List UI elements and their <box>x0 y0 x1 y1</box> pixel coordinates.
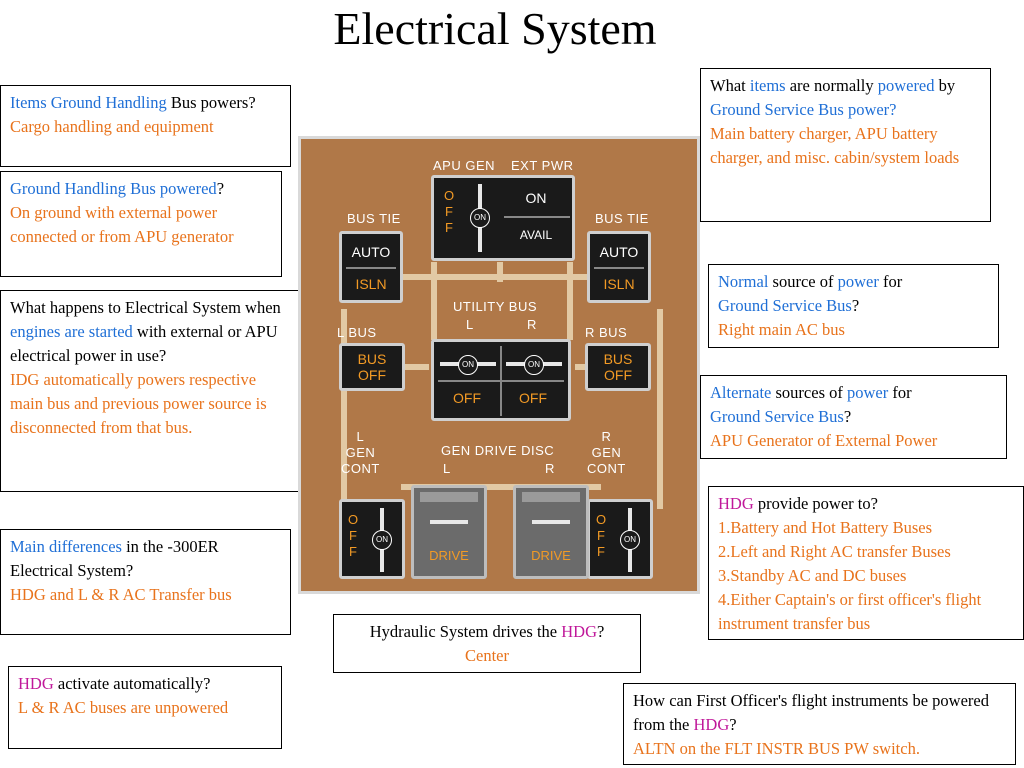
bus-tie-left-isln: ISLN <box>355 276 387 292</box>
l-drive-light: DRIVE <box>429 548 469 563</box>
l-gen-on-circle: ON <box>372 530 392 550</box>
bus-tie-left-label: BUS TIE <box>347 211 401 226</box>
page-title: Electrical System <box>333 3 657 54</box>
bus-line <box>431 262 437 340</box>
r-drive-guard <box>522 492 580 502</box>
r-gen-on-circle: ON <box>620 530 640 550</box>
l-bus-label: L BUS <box>337 325 377 340</box>
utility-bus-r-off-light: OFF <box>519 390 547 406</box>
question-box-main-differences: Main differences in the -300ER Electrica… <box>0 529 291 635</box>
bus-tie-right-switch[interactable]: AUTO ISLN <box>587 231 651 303</box>
bus-line <box>567 262 573 340</box>
bus-tie-left-divider <box>346 267 396 269</box>
l-drive-dash <box>430 520 468 524</box>
bus-tie-right-auto: AUTO <box>599 244 639 260</box>
gen-drive-disc-r-label: R <box>545 461 555 476</box>
question-box-first-officer-instruments: How can First Officer's flight instrumen… <box>623 683 1016 765</box>
hdg-list-item: 4.Either Captain's or first officer's fl… <box>718 590 982 633</box>
hdg-list-item: 2.Left and Right AC transfer Buses <box>718 542 951 561</box>
question-box-ground-handling-items: Items Ground Handling Bus powers? Cargo … <box>0 85 291 167</box>
l-drive-disc-switch[interactable]: DRIVE <box>411 485 487 579</box>
bus-tie-right-divider <box>594 267 644 269</box>
question-box-ground-handling-powered: Ground Handling Bus powered? On ground w… <box>0 171 282 277</box>
question-box-normal-source: Normal source of power for Ground Servic… <box>708 264 999 348</box>
gen-drive-disc-label: GEN DRIVE DISC <box>441 443 555 458</box>
bus-tie-left-auto: AUTO <box>351 244 391 260</box>
utility-bus-r-on-circle: ON <box>524 355 544 375</box>
bus-tie-right-isln: ISLN <box>603 276 635 292</box>
hdg-list-item: 1.Battery and Hot Battery Buses <box>718 518 933 537</box>
utility-bus-row-divider <box>438 380 564 382</box>
ext-pwr-divider <box>504 216 570 218</box>
r-drive-disc-switch[interactable]: DRIVE <box>513 485 589 579</box>
utility-bus-label: UTILITY BUS <box>453 299 538 314</box>
l-drive-guard <box>420 492 478 502</box>
ext-pwr-on-light: ON <box>525 190 547 206</box>
question-box-engines-started: What happens to Electrical System when e… <box>0 290 299 492</box>
bus-tie-right-label: BUS TIE <box>595 211 649 226</box>
question-box-ground-service-items: What items are normally powered by Groun… <box>700 68 991 222</box>
r-drive-light: DRIVE <box>531 548 571 563</box>
bus-line <box>341 309 347 509</box>
bus-line <box>657 309 663 509</box>
bus-line <box>401 484 601 490</box>
question-box-hdg-activate: HDG activate automatically? L & R AC bus… <box>8 666 282 749</box>
question-box-hdg-provides: HDG provide power to? 1.Battery and Hot … <box>708 486 1024 640</box>
ext-pwr-avail-light: AVAIL <box>519 228 553 242</box>
bus-tie-left-switch[interactable]: AUTO ISLN <box>339 231 403 303</box>
utility-bus-switch[interactable]: ON ON OFF OFF <box>431 339 571 421</box>
r-bus-label: R BUS <box>585 325 628 340</box>
r-drive-dash <box>532 520 570 524</box>
bus-line <box>497 262 503 282</box>
apu-gen-on-circle: ON <box>470 208 490 228</box>
question-box-alternate-source: Alternate sources of power for Ground Se… <box>700 375 1007 459</box>
question-box-hydraulic-hdg: Hydraulic System drives the HDG? Center <box>333 614 641 673</box>
gen-drive-disc-l-label: L <box>443 461 451 476</box>
apu-gen-label: APU GEN <box>433 158 496 173</box>
utility-bus-l-label: L <box>466 317 474 332</box>
utility-bus-r-label: R <box>527 317 537 332</box>
hdg-list-item: 3.Standby AC and DC buses <box>718 566 907 585</box>
utility-bus-l-off-light: OFF <box>453 390 481 406</box>
utility-bus-l-on-circle: ON <box>458 355 478 375</box>
ext-pwr-label: EXT PWR <box>511 158 574 173</box>
